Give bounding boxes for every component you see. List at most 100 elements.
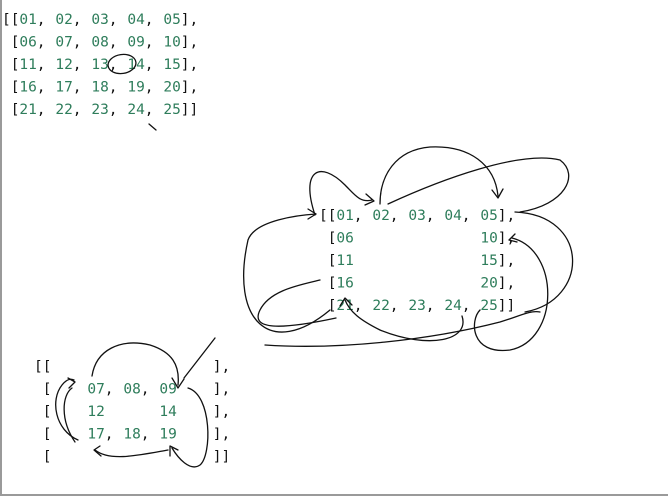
arrow-sweep	[264, 310, 541, 347]
comma: ,	[354, 208, 363, 224]
arrow-right-down	[514, 211, 574, 313]
inner-arrow-bottom	[94, 449, 169, 458]
matrix-cell: 17	[55, 80, 72, 96]
inner-arrowhead-top	[171, 377, 185, 389]
row-open-bracket: [[	[319, 208, 336, 224]
row-open-bracket: [	[43, 404, 52, 420]
comma: ,	[145, 12, 154, 28]
matrix-cell: 21	[19, 102, 36, 118]
row-close-bracket: ],	[213, 359, 230, 375]
matrix-cell: 02	[55, 12, 72, 28]
inner-arrow-diag	[183, 337, 216, 379]
matrix-cell: 24	[127, 102, 145, 118]
matrix-cell: 16	[19, 80, 36, 96]
row-close-bracket: ],	[181, 57, 198, 73]
comma: ,	[109, 57, 118, 73]
row-close-bracket: ],	[498, 253, 515, 269]
comma: ,	[73, 80, 82, 96]
matrix-cell: 23	[408, 298, 425, 314]
row-open-bracket: [	[328, 298, 337, 314]
matrix-cell: 03	[408, 208, 425, 224]
row-close-bracket: ]]	[213, 449, 230, 465]
comma: ,	[141, 382, 150, 398]
row-open-bracket: [	[43, 449, 52, 465]
inner-arrowhead-left	[67, 377, 76, 389]
matrix-cell: 19	[127, 80, 144, 96]
comma: ,	[109, 12, 118, 28]
matrix-cell: 22	[372, 298, 389, 314]
highlight-circle	[107, 53, 137, 75]
annotations	[55, 53, 574, 468]
matrix-cell: 23	[91, 102, 108, 118]
row-close-bracket: ],	[498, 208, 515, 224]
row-close-bracket: ]]	[181, 102, 198, 118]
arrowhead-left	[307, 208, 317, 220]
comma: ,	[145, 35, 154, 51]
inner-arrowhead-right	[169, 445, 179, 457]
matrix-cell: 16	[336, 276, 353, 292]
matrix-cell: 18	[91, 80, 108, 96]
comma: ,	[426, 298, 435, 314]
comma: ,	[37, 12, 46, 28]
row-close-bracket: ],	[213, 382, 230, 398]
matrix-cell: 25	[480, 298, 497, 314]
page-left-border	[0, 0, 2, 496]
comma: ,	[73, 102, 82, 118]
row-close-bracket: ],	[181, 80, 198, 96]
arrowhead-left-top	[364, 193, 375, 206]
arrow-left-outer	[243, 213, 331, 333]
row-close-bracket: ],	[181, 35, 198, 51]
matrix-cell: 13	[91, 57, 108, 73]
page-bottom-border	[0, 494, 668, 496]
matrix-cell: 09	[127, 35, 144, 51]
comma: ,	[37, 80, 46, 96]
comma: ,	[390, 298, 399, 314]
row-close-bracket: ],	[181, 12, 198, 28]
matrix-cell: 24	[444, 298, 462, 314]
comma: ,	[37, 35, 46, 51]
row-open-bracket: [	[43, 427, 52, 443]
row-open-bracket: [	[328, 231, 337, 247]
matrix-cell: 04	[127, 12, 145, 28]
row-close-bracket: ],	[498, 276, 515, 292]
comma: ,	[73, 57, 82, 73]
comma: ,	[145, 80, 154, 96]
matrix-cell: 01	[336, 208, 353, 224]
comma: ,	[462, 208, 471, 224]
row-open-bracket: [[	[34, 359, 51, 375]
matrix-cell: 10	[163, 35, 180, 51]
matrix-cell: 11	[336, 253, 353, 269]
matrix-cell: 08	[123, 382, 140, 398]
matrix-cell: 20	[480, 276, 497, 292]
matrix-cell: 19	[159, 427, 176, 443]
matrix-cell: 08	[91, 35, 108, 51]
matrix-cell: 12	[87, 404, 104, 420]
row-close-bracket: ],	[498, 231, 515, 247]
row-open-bracket: [	[11, 35, 20, 51]
row-open-bracket: [	[11, 102, 20, 118]
matrix-cell: 05	[480, 208, 497, 224]
matrix-cell: 10	[480, 231, 497, 247]
matrix-cell: 07	[55, 35, 72, 51]
matrix-cell: 15	[480, 253, 497, 269]
comma: ,	[109, 35, 118, 51]
comma: ,	[426, 208, 435, 224]
matrix-cell: 07	[87, 382, 104, 398]
row-open-bracket: [	[11, 57, 20, 73]
matrix-cell: 25	[163, 102, 180, 118]
row-open-bracket: [	[328, 276, 337, 292]
matrix-cell: 03	[91, 12, 108, 28]
comma: ,	[105, 427, 114, 443]
matrix-cell: 12	[55, 57, 72, 73]
comma: ,	[462, 298, 471, 314]
inner-arrow-right	[171, 387, 209, 468]
row-close-bracket: ],	[213, 404, 230, 420]
matrix-cell: 17	[87, 427, 104, 443]
matrix-cell: 15	[163, 57, 180, 73]
comma: ,	[73, 12, 82, 28]
arrowhead-right	[508, 233, 518, 243]
matrix-cell: 11	[19, 57, 36, 73]
arrowhead-bottom	[339, 297, 353, 307]
matrix-cell: 18	[123, 427, 140, 443]
